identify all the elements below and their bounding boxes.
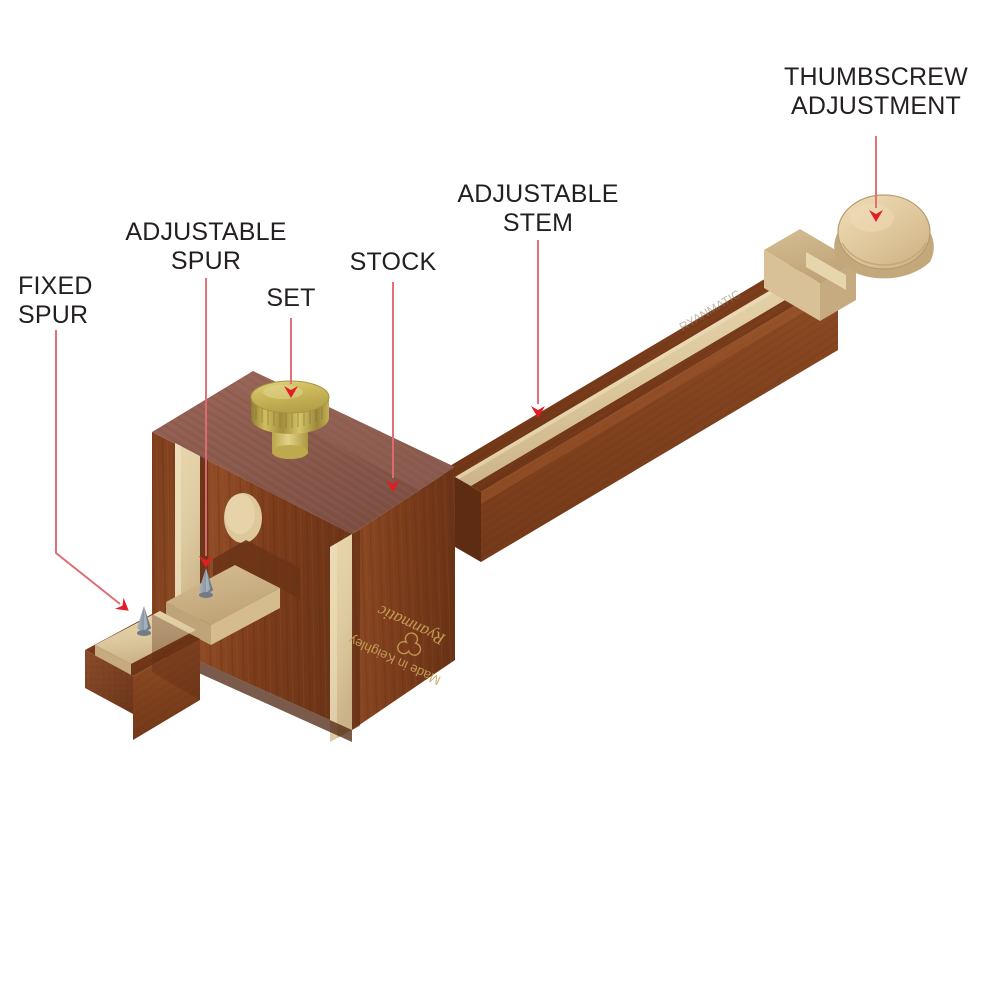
callout-fixed-spur: FIXED SPUR (18, 272, 93, 329)
thumbscrew-knob[interactable] (834, 194, 934, 279)
arrowhead-thumbscrew-adjustment (869, 210, 883, 222)
set-screw-knob[interactable] (250, 380, 330, 459)
stem-end-grain (85, 650, 133, 714)
arrowhead-adjustable-spur (199, 556, 213, 568)
leader-fixed-spur (55, 330, 121, 605)
arrowhead-fixed-spur (114, 597, 129, 611)
stock-front-face (352, 467, 455, 730)
callout-stock: STOCK (349, 248, 437, 276)
stem-front-end (85, 540, 300, 740)
stem-front-face (481, 280, 838, 562)
arrowhead-stock (386, 480, 400, 492)
fixed-spur-pin (137, 606, 151, 636)
stem-end-front (133, 639, 200, 740)
callout-thumbscrew-adjustment: THUMBSCREW ADJUSTMENT (784, 63, 968, 120)
arrowhead-set-screw (284, 386, 298, 398)
adjustable-stem-assembly (443, 258, 838, 562)
stem-boxwood-inlay (455, 268, 824, 486)
stem-thumbscrew-neck (764, 229, 856, 321)
adjustable-spur-pin (199, 568, 213, 598)
arrowhead-adjustable-stem (531, 406, 545, 418)
spur-shelf-upper (166, 565, 280, 645)
callout-set: SET (266, 284, 316, 312)
stock-corner-inlay (330, 530, 360, 742)
callout-leaders (55, 136, 883, 611)
callout-adjustable-spur: ADJUSTABLE SPUR (125, 218, 287, 275)
callout-adjustable-stem: ADJUSTABLE STEM (457, 180, 619, 237)
